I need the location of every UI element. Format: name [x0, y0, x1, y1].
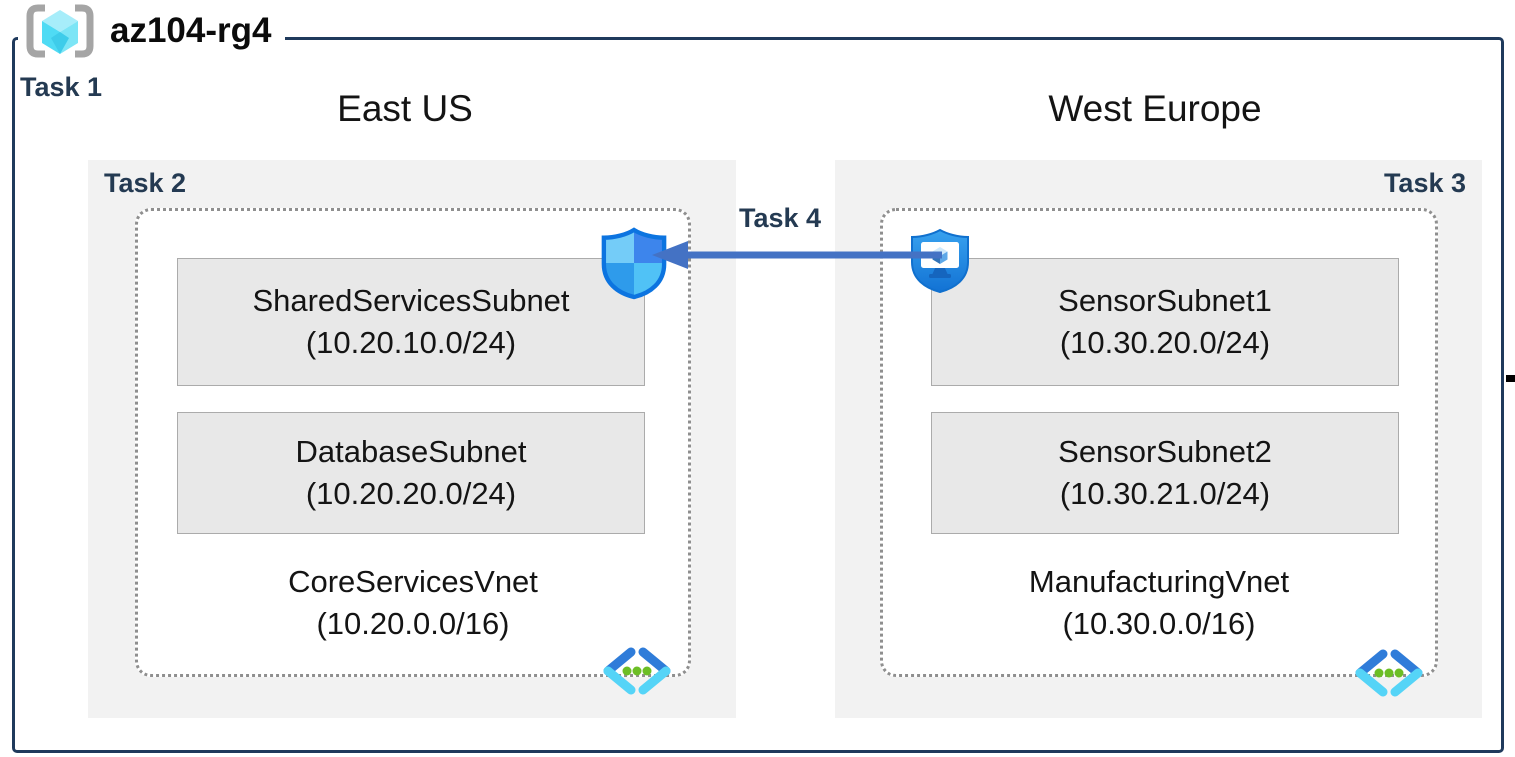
subnet-cidr: (10.20.10.0/24) [305, 325, 517, 360]
database-subnet: DatabaseSubnet (10.20.20.0/24) [177, 412, 645, 534]
resource-group-icon [26, 4, 94, 58]
subnet-cidr: (10.20.20.0/24) [305, 476, 517, 511]
vnet-icon [603, 647, 671, 695]
edge-dash-mark [1506, 375, 1515, 382]
vnet-icon [1355, 649, 1423, 697]
vnet-name: ManufacturingVnet [1028, 564, 1290, 599]
shared-services-subnet: SharedServicesSubnet (10.20.10.0/24) [177, 258, 645, 386]
subnet-name: SensorSubnet1 [1058, 283, 1272, 318]
region-box-west-europe: Task 3 SensorSubnet1 (10.30.20.0/24) Sen… [835, 160, 1482, 718]
subnet-name: DatabaseSubnet [295, 434, 527, 469]
vnet-cidr: (10.30.0.0/16) [1062, 606, 1256, 641]
task2-label: Task 2 [104, 168, 187, 198]
region-name-west-europe: West Europe [1048, 88, 1262, 129]
task4-label: Task 4 [738, 203, 822, 233]
network-security-group-icon [601, 227, 667, 300]
task1-label: Task 1 [20, 72, 103, 102]
sensor-subnet-2: SensorSubnet2 (10.30.21.0/24) [931, 412, 1399, 534]
task3-label: Task 3 [1383, 168, 1466, 198]
region-box-east-us: Task 2 SharedServicesSubnet (10.20.10.0/… [88, 160, 736, 718]
subnet-name: SensorSubnet2 [1058, 434, 1272, 469]
region-name-east-us: East US [337, 88, 473, 129]
manufacturing-vnet-caption: ManufacturingVnet (10.30.0.0/16) [883, 561, 1435, 645]
core-services-vnet-caption: CoreServicesVnet (10.20.0.0/16) [138, 561, 688, 645]
sensor-subnet-1: SensorSubnet1 (10.30.20.0/24) [931, 258, 1399, 386]
peering-arrow-icon [652, 241, 942, 269]
subnet-cidr: (10.30.20.0/24) [1059, 325, 1271, 360]
resource-group-legend: az104-rg4 [18, 2, 286, 66]
resource-group-frame [12, 37, 1504, 753]
subnet-cidr: (10.30.21.0/24) [1059, 476, 1271, 511]
manufacturing-vnet-boundary: SensorSubnet1 (10.30.20.0/24) SensorSubn… [880, 208, 1438, 677]
subnet-name: SharedServicesSubnet [252, 283, 570, 318]
core-services-vnet-boundary: SharedServicesSubnet (10.20.10.0/24) Dat… [135, 208, 691, 677]
vnet-name: CoreServicesVnet [288, 564, 538, 599]
resource-group-title: az104-rg4 [110, 11, 272, 50]
vnet-cidr: (10.20.0.0/16) [316, 606, 510, 641]
